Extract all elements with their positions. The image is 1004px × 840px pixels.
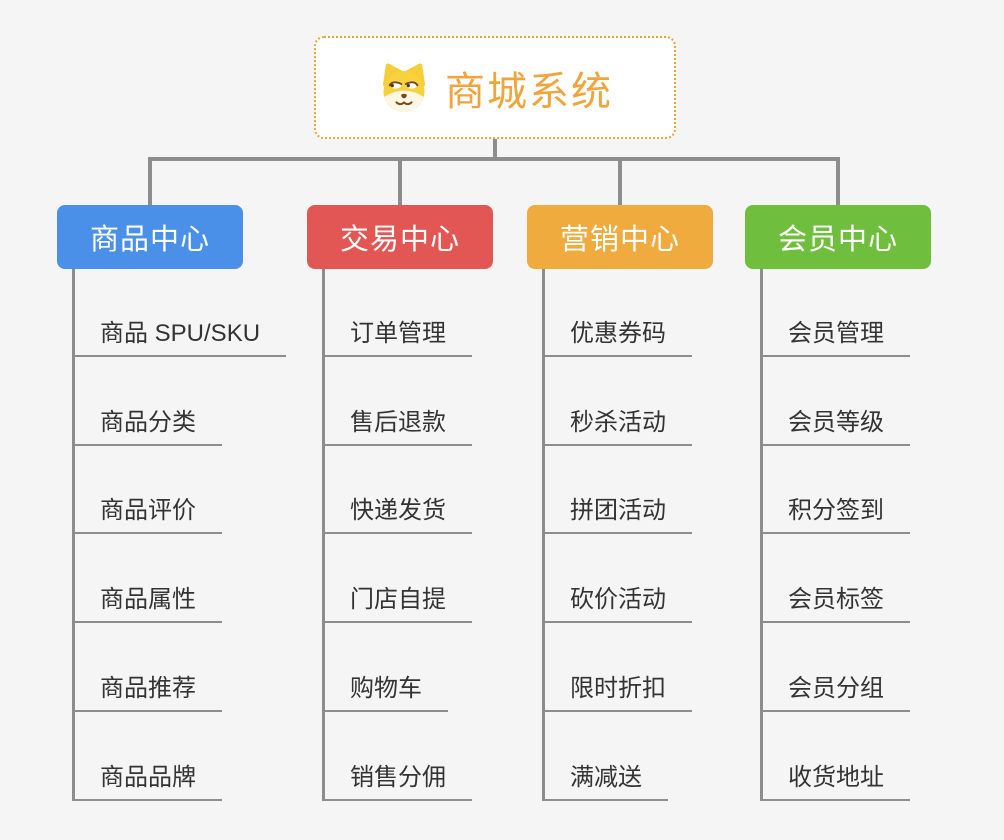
leaf-node[interactable]: 商品 SPU/SKU [72, 319, 287, 357]
connector-branch-stub [148, 157, 152, 205]
leaf-node[interactable]: 优惠券码 [542, 319, 692, 357]
branch-header-member-center[interactable]: 会员中心 [745, 205, 931, 269]
leaf-node[interactable]: 订单管理 [322, 319, 472, 357]
root-node[interactable]: 商城系统 [314, 36, 676, 139]
leaf-node[interactable]: 门店自提 [322, 585, 472, 623]
connector-branch-stub [836, 157, 840, 205]
shiba-dog-icon [377, 62, 431, 113]
root-title: 商城系统 [445, 69, 613, 114]
branch-header-label: 营销中心 [559, 224, 680, 256]
leaf-node[interactable]: 砍价活动 [542, 585, 692, 623]
leaf-node[interactable]: 会员等级 [760, 408, 910, 446]
leaf-node[interactable]: 销售分佣 [322, 763, 472, 801]
branch-product-center: 商品中心 商品 SPU/SKU 商品分类 商品评价 商品属性 商品推荐 商品品牌 [57, 205, 297, 825]
branch-trade-center: 交易中心 订单管理 售后退款 快递发货 门店自提 购物车 销售分佣 [307, 205, 547, 825]
leaf-node[interactable]: 商品分类 [72, 408, 222, 446]
branch-marketing-center: 营销中心 优惠券码 秒杀活动 拼团活动 砍价活动 限时折扣 满减送 [527, 205, 767, 825]
leaf-node[interactable]: 秒杀活动 [542, 408, 692, 446]
leaf-node[interactable]: 商品评价 [72, 496, 222, 534]
leaf-node[interactable]: 购物车 [322, 674, 448, 712]
branch-header-product-center[interactable]: 商品中心 [57, 205, 243, 269]
leaf-node[interactable]: 会员管理 [760, 319, 910, 357]
branch-header-label: 交易中心 [339, 224, 460, 256]
leaf-node[interactable]: 会员分组 [760, 674, 910, 712]
branch-header-marketing-center[interactable]: 营销中心 [527, 205, 713, 269]
leaf-node[interactable]: 收货地址 [760, 763, 910, 801]
leaf-node[interactable]: 满减送 [542, 763, 668, 801]
branch-member-center: 会员中心 会员管理 会员等级 积分签到 会员标签 会员分组 收货地址 [745, 205, 985, 825]
leaf-node[interactable]: 售后退款 [322, 408, 472, 446]
leaf-node[interactable]: 积分签到 [760, 496, 910, 534]
branch-header-label: 商品中心 [89, 224, 210, 256]
connector-trunk [760, 269, 763, 801]
connector-trunk [322, 269, 325, 801]
leaf-node[interactable]: 拼团活动 [542, 496, 692, 534]
connector-root-stub [493, 139, 497, 159]
connector-branch-stub [618, 157, 622, 205]
leaf-node[interactable]: 商品属性 [72, 585, 222, 623]
branch-header-label: 会员中心 [777, 224, 898, 256]
connector-bus [148, 157, 840, 161]
leaf-node[interactable]: 商品品牌 [72, 763, 222, 801]
connector-trunk [542, 269, 545, 801]
leaf-node[interactable]: 会员标签 [760, 585, 910, 623]
connector-trunk [72, 269, 75, 801]
branch-header-trade-center[interactable]: 交易中心 [307, 205, 493, 269]
leaf-node[interactable]: 商品推荐 [72, 674, 222, 712]
leaf-node[interactable]: 快递发货 [322, 496, 472, 534]
leaf-node[interactable]: 限时折扣 [542, 674, 692, 712]
connector-branch-stub [398, 157, 402, 205]
